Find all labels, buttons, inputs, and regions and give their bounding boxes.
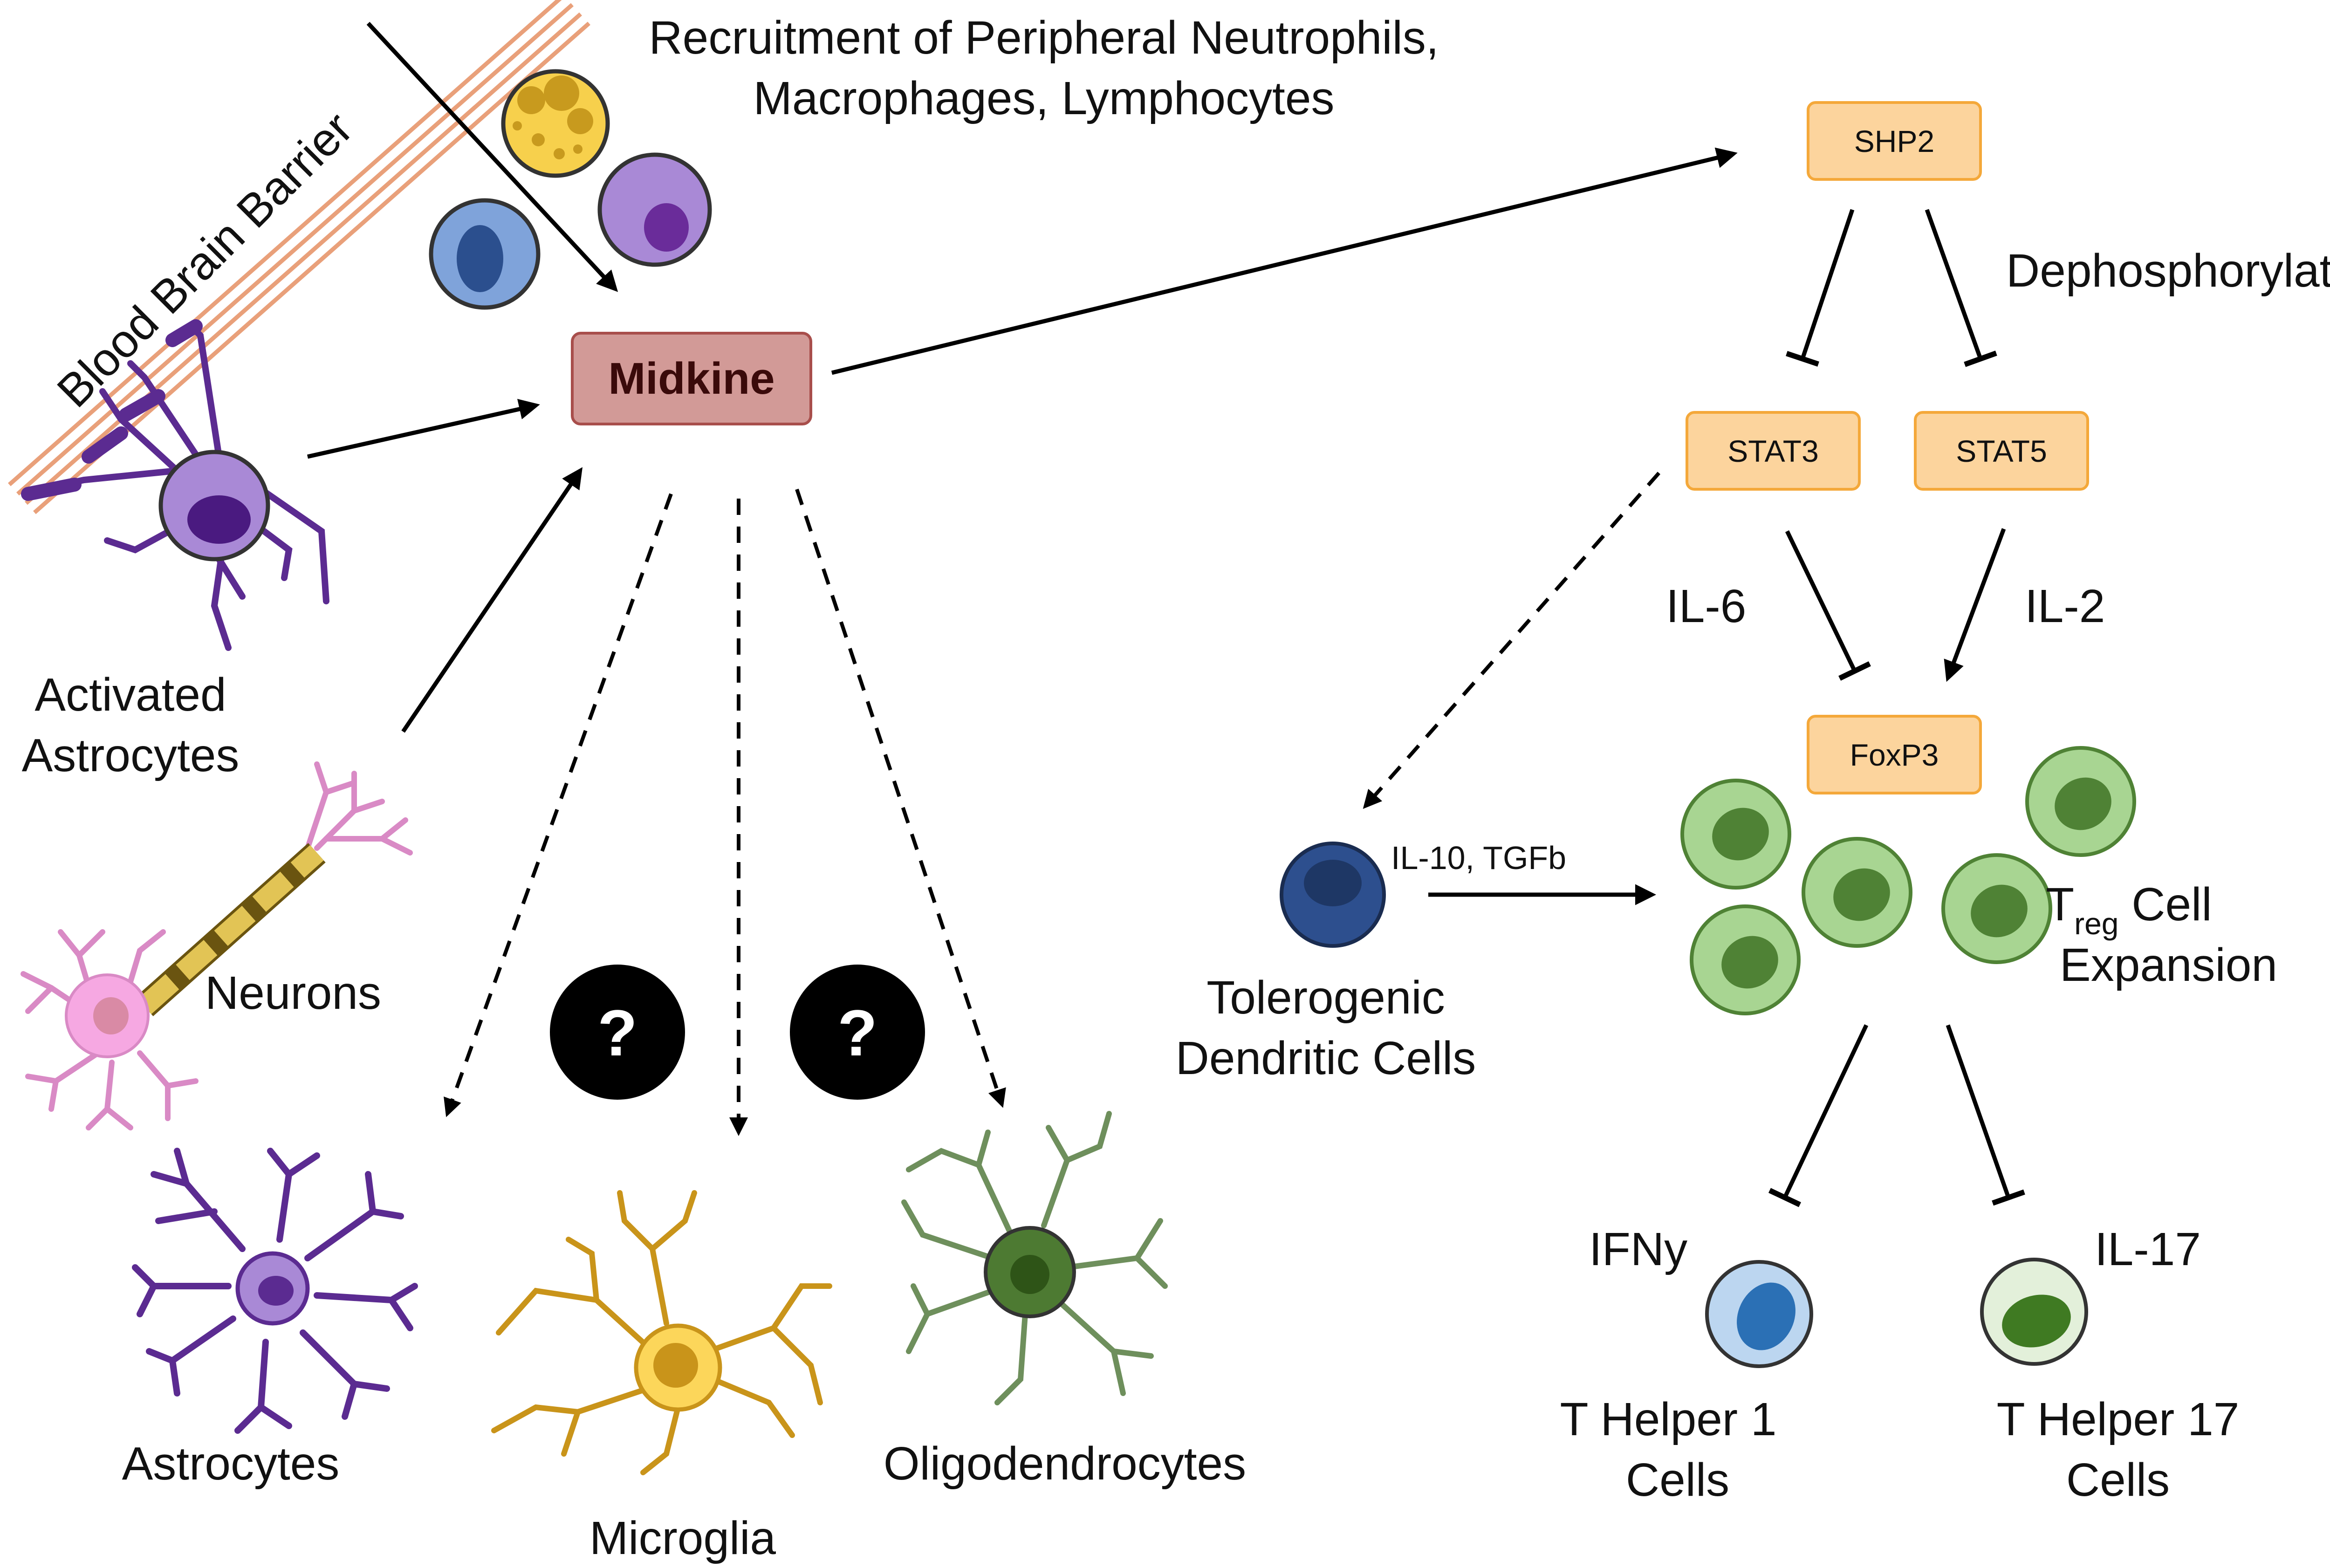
th17-cell	[1980, 1258, 2088, 1366]
neurons-label: Neurons	[205, 967, 381, 1019]
treg-cell	[1680, 779, 1791, 890]
microglia-label: Microglia	[589, 1512, 776, 1564]
stat3-to-dendritic-cell-dashed-arrow	[1363, 472, 1661, 809]
oligodendrocyte-cell	[901, 1111, 1168, 1405]
treg-expansion-label-line2: Expansion	[2060, 939, 2277, 991]
tolerogenic-dendritic-cell	[1280, 842, 1386, 948]
stat5-node: STAT5	[1914, 411, 2089, 491]
treg-T: T	[2046, 878, 2074, 931]
recruitment-label-line1: Recruitment of Peripheral Neutrophils,	[649, 12, 1439, 64]
th1-cell	[1705, 1260, 1813, 1368]
th1-label-line2: Cells	[1626, 1454, 1729, 1506]
stat3-node: STAT3	[1686, 411, 1861, 491]
treg-subscript: reg	[2074, 906, 2118, 941]
treg-cell	[1941, 853, 2052, 964]
svg-text:?: ?	[837, 996, 877, 1069]
il10-tgfb-label: IL-10, TGFb	[1391, 840, 1566, 876]
neuron-to-midkine-arrow	[401, 467, 583, 733]
stat5-label: STAT5	[1956, 434, 2047, 468]
treg-cell-word: Cell	[2118, 878, 2212, 931]
treg-cell	[2025, 746, 2136, 857]
astrocyte-cell	[132, 1148, 418, 1434]
svg-text:?: ?	[597, 996, 637, 1069]
stat3-inhibits-foxp3-line	[1785, 530, 1871, 681]
th17-label-line1: T Helper 17	[1997, 1393, 2240, 1445]
activated-astrocytes-label-line2: Astrocytes	[22, 729, 240, 781]
stat5-to-foxp3-arrow	[1944, 528, 2006, 682]
foxp3-label: FoxP3	[1850, 738, 1939, 772]
th17-label-line2: Cells	[2066, 1454, 2170, 1506]
treg-inhibits-th17-line	[1946, 1024, 2025, 1206]
treg-expansion-label-line1: Treg Cell	[2046, 878, 2212, 941]
midkine-to-oligodendrocytes-dashed-arrow	[795, 488, 1006, 1108]
oligodendrocytes-label: Oligodendrocytes	[884, 1438, 1246, 1490]
astrocytes-label: Astrocytes	[122, 1438, 340, 1490]
shp2-node: SHP2	[1807, 101, 1982, 181]
shp2-inhibits-stat3-line	[1786, 209, 1855, 367]
treg-inhibits-th1-line	[1768, 1024, 1869, 1207]
recruitment-label-line2: Macrophages, Lymphocytes	[754, 72, 1335, 124]
astrocyte-to-midkine-arrow	[307, 398, 540, 459]
ifny-label: IFNy	[1589, 1223, 1687, 1275]
question-icon: ?	[790, 965, 925, 1100]
il2-label: IL-2	[2025, 580, 2105, 632]
activated-astrocyte-cell	[21, 319, 329, 651]
il17-label: IL-17	[2095, 1223, 2201, 1275]
th1-label-line1: T Helper 1	[1560, 1393, 1776, 1445]
shp2-label: SHP2	[1854, 124, 1934, 158]
midkine-label: Midkine	[608, 354, 774, 404]
lymphocyte-cell	[429, 198, 541, 310]
macrophage-cell	[597, 152, 712, 267]
treg-cell	[1690, 904, 1801, 1015]
midkine-to-shp2-arrow	[831, 147, 1738, 375]
neuron-cell	[21, 761, 413, 1130]
tolerogenic-label-line2: Dendritic Cells	[1176, 1032, 1476, 1084]
midkine-node: Midkine	[571, 332, 812, 425]
shp2-inhibits-stat5-line	[1925, 209, 1997, 367]
foxp3-node: FoxP3	[1807, 715, 1982, 794]
activated-astrocytes-label-line1: Activated	[34, 669, 226, 721]
stat3-label: STAT3	[1727, 434, 1819, 468]
tolerogenic-label-line1: Tolerogenic	[1206, 972, 1445, 1024]
microglia-cell	[491, 1190, 832, 1475]
neutrophil-cell	[501, 69, 610, 178]
il6-label: IL-6	[1666, 580, 1746, 632]
recruitment-arrow	[366, 21, 618, 292]
dephosphorylation-label: Dephosphorylation	[2006, 245, 2330, 297]
treg-cell	[1802, 837, 1912, 948]
question-icon: ?	[550, 965, 685, 1100]
